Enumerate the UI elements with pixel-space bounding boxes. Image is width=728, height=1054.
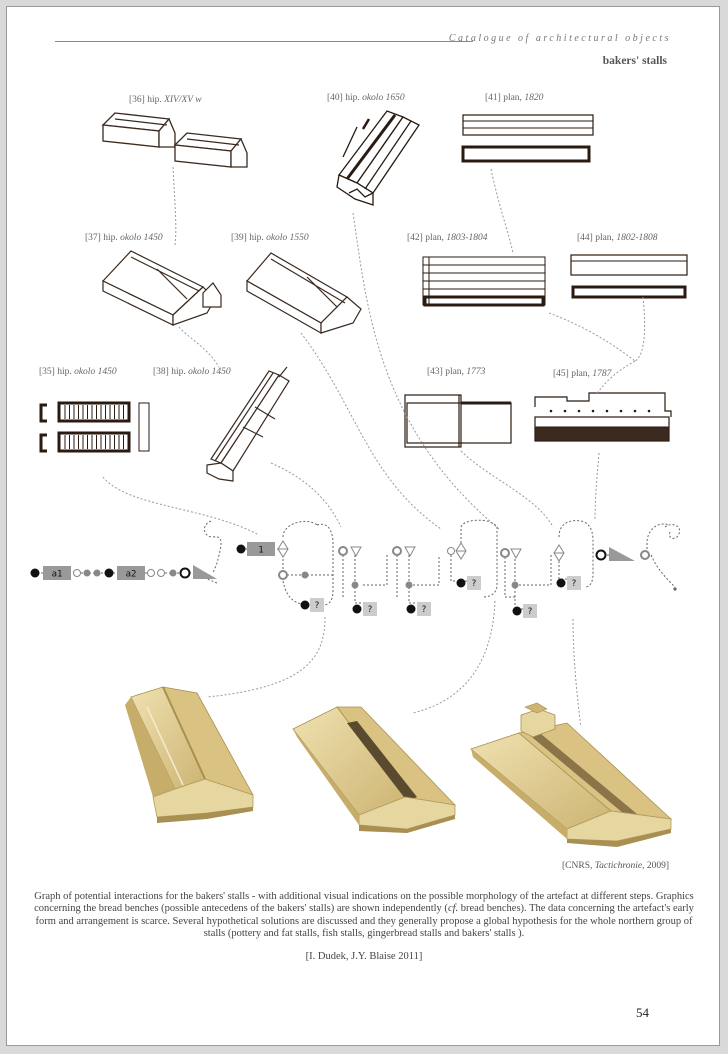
sketch-40 [336,110,420,206]
svg-text:?: ? [528,607,533,617]
box-a2 [117,566,145,580]
plan-41 [461,114,594,163]
svg-text:?: ? [315,601,320,611]
label-38: [38] hip. okolo 1450 [153,367,231,377]
sketch-36 [101,112,248,168]
sketch-38 [206,366,290,482]
sketch-37 [102,250,222,326]
plan-45 [534,392,672,442]
label-43: [43] plan, 1773 [427,367,486,377]
page-number: 54 [636,1005,649,1020]
plan-45-dots [549,409,651,413]
section-title: bakers' stalls [602,55,667,67]
label-35: [35] hip. okolo 1450 [39,367,117,377]
box-a1 [43,566,71,580]
label-41: [41] plan, 1820 [485,93,544,103]
svg-text:?: ? [422,605,427,615]
catalogue-page: Catalogue of architectural objects baker… [6,6,720,1046]
model-3 [470,702,673,847]
label-40: [40] hip. okolo 1650 [327,93,405,103]
plan-43 [404,394,512,448]
label-37: [37] hip. okolo 1450 [85,233,163,243]
label-42: [42] plan, 1803-1804 [407,233,488,243]
catalogue-title: Catalogue of architectural objects [448,33,671,44]
label-45: [45] plan, 1787 [553,369,612,379]
plan-42 [422,256,546,307]
plan-35-stripes [64,405,124,449]
label-44: [44] plan, 1802-1808 [577,233,658,243]
plan-44 [570,254,688,299]
model-1 [125,686,254,823]
plan-35 [39,401,150,453]
box-a2-label: a2 [126,570,137,580]
header-rule [55,41,473,42]
box-1-label: 1 [258,546,263,556]
figure-caption: Graph of potential interactions for the … [34,891,694,940]
graph-nodes: a1 a2 1 ? [30,540,677,618]
box-1 [247,542,275,556]
authors-line: [I. Dudek, J.Y. Blaise 2011] [305,951,423,962]
label-36: [36] hip. XIV/XV w [129,95,202,105]
connector-curves [102,166,646,728]
svg-text:?: ? [368,605,373,615]
image-credit: [CNRS, Tactichronie, 2009] [562,861,669,871]
box-a1-label: a1 [52,570,63,580]
model-2 [292,706,457,833]
sketch-39 [246,252,362,335]
svg-text:?: ? [472,579,477,589]
label-39: [39] hip. okolo 1550 [231,233,309,243]
interaction-graph: a1 a2 1 ? [30,519,681,618]
svg-text:?: ? [572,579,577,589]
start-node [30,568,40,578]
diagram-canvas: a1 a2 1 ? [30,110,688,847]
